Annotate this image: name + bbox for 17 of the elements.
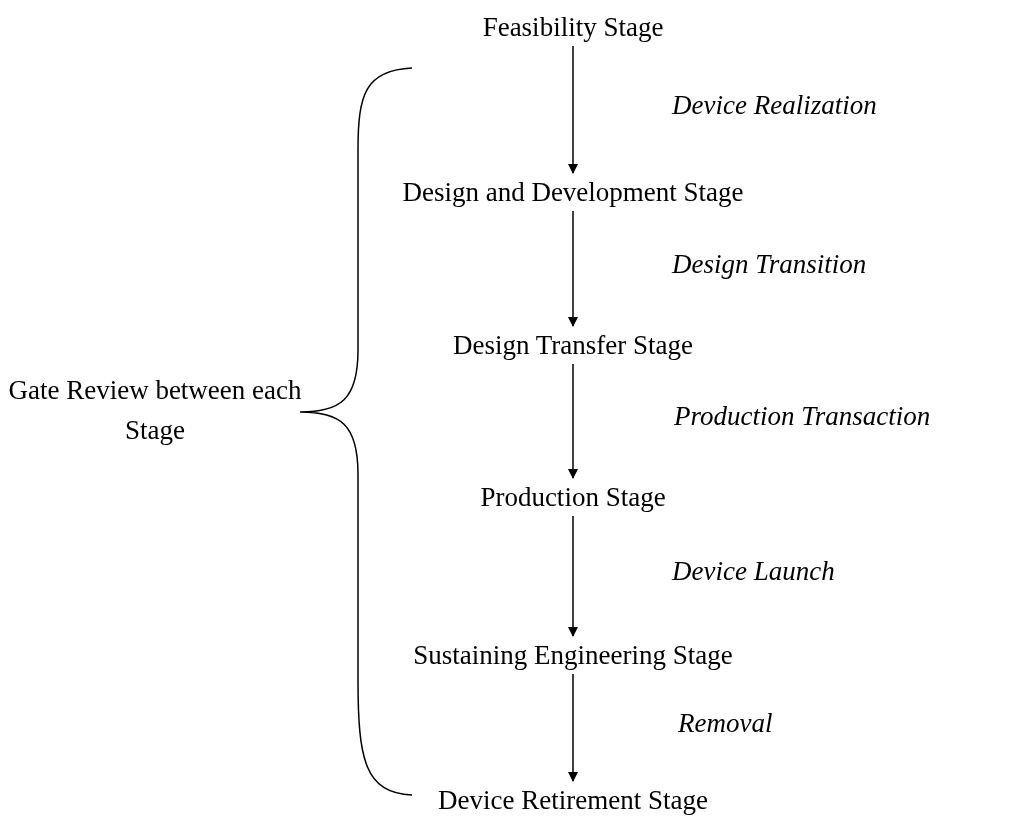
edge-label: Device Launch	[672, 555, 835, 588]
edge-label: Design Transition	[672, 247, 867, 281]
edge-label: Removal	[678, 706, 773, 740]
stage-label: Production Stage	[478, 480, 668, 514]
stage-label: Design and Development Stage	[400, 175, 746, 209]
stage-label: Device Retirement Stage	[436, 783, 710, 817]
arrow	[568, 673, 578, 782]
arrow	[568, 363, 578, 479]
stage-label: Feasibility Stage	[480, 10, 666, 44]
arrow	[568, 210, 578, 327]
arrow	[568, 45, 578, 174]
stage-label: Sustaining Engineering Stage	[411, 638, 735, 672]
edge-label: Production Transaction	[674, 400, 931, 433]
arrow	[568, 515, 578, 637]
stage-label: Design Transfer Stage	[451, 328, 695, 362]
edge-label: Device Realization	[672, 88, 877, 122]
note-text: Gate Review between each Stage	[7, 374, 303, 447]
